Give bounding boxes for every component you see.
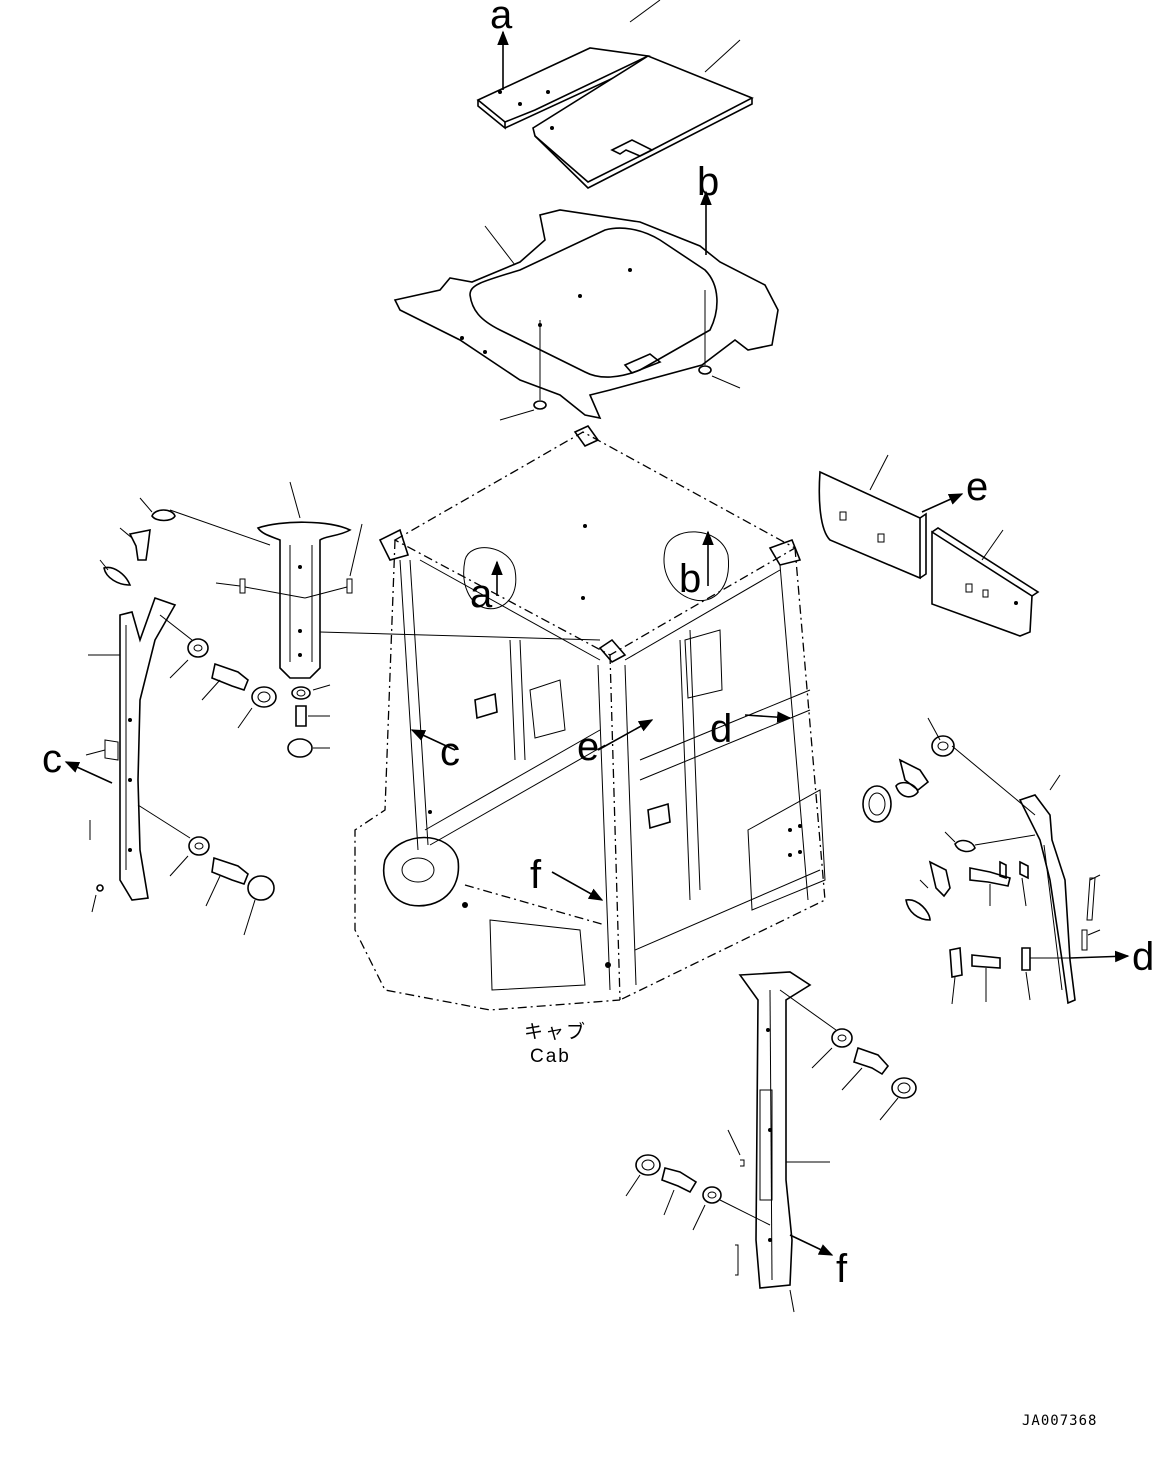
label-d-cab: d bbox=[710, 707, 732, 751]
roof-lining bbox=[393, 190, 779, 421]
roof-mat-panels bbox=[476, 0, 754, 189]
label-c-cab: c bbox=[440, 730, 460, 774]
right-pillar-cover bbox=[862, 717, 1130, 1005]
left-pillar-cover bbox=[64, 497, 277, 936]
center-pillar-cover bbox=[215, 481, 601, 758]
label-a-top: a bbox=[490, 0, 513, 37]
front-pillar-cover bbox=[625, 971, 917, 1313]
cab-frame bbox=[354, 424, 826, 1011]
label-d-right: d bbox=[1132, 935, 1154, 979]
label-f-cab: f bbox=[530, 853, 542, 897]
label-e-cab: e bbox=[577, 725, 599, 769]
rear-panels bbox=[818, 454, 1040, 637]
label-a-cab: a bbox=[470, 572, 493, 616]
label-f-bottom: f bbox=[836, 1247, 848, 1291]
cab-label-en: Cab bbox=[530, 1046, 571, 1067]
label-b-cab: b bbox=[679, 557, 701, 601]
drawing-code: JA007368 bbox=[1022, 1413, 1097, 1429]
label-e-right: e bbox=[966, 465, 988, 509]
label-b-top: b bbox=[697, 160, 719, 204]
cab-label-jp: キャブ bbox=[524, 1020, 587, 1043]
label-c-left: c bbox=[42, 737, 62, 781]
